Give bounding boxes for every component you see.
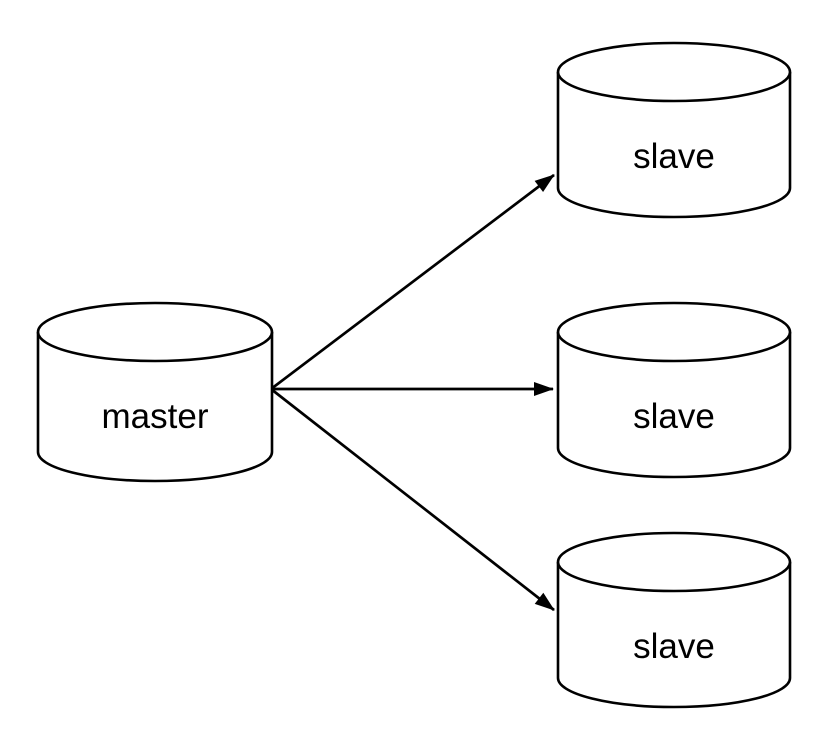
edge-master-to-slave-3 <box>270 387 555 612</box>
cylinder-top <box>556 531 792 593</box>
node-label: slave <box>633 137 715 176</box>
edge-master-to-slave-1 <box>270 173 555 391</box>
node-slave-3: slave <box>556 531 792 709</box>
node-slave-2: slave <box>556 301 792 479</box>
replication-arrow <box>270 173 555 391</box>
node-label: master <box>102 397 209 436</box>
cylinder-body <box>36 332 274 483</box>
cylinder-body <box>556 562 792 709</box>
node-slave-1: slave <box>556 41 792 219</box>
node-label: slave <box>633 397 715 436</box>
replication-arrow <box>270 387 555 612</box>
cylinder-top <box>556 301 792 363</box>
node-label: slave <box>633 627 715 666</box>
cylinder-body <box>556 332 792 479</box>
cylinder-top <box>36 301 274 363</box>
node-master: master <box>36 301 274 483</box>
cylinder-top <box>556 41 792 103</box>
cylinder-body <box>556 72 792 219</box>
